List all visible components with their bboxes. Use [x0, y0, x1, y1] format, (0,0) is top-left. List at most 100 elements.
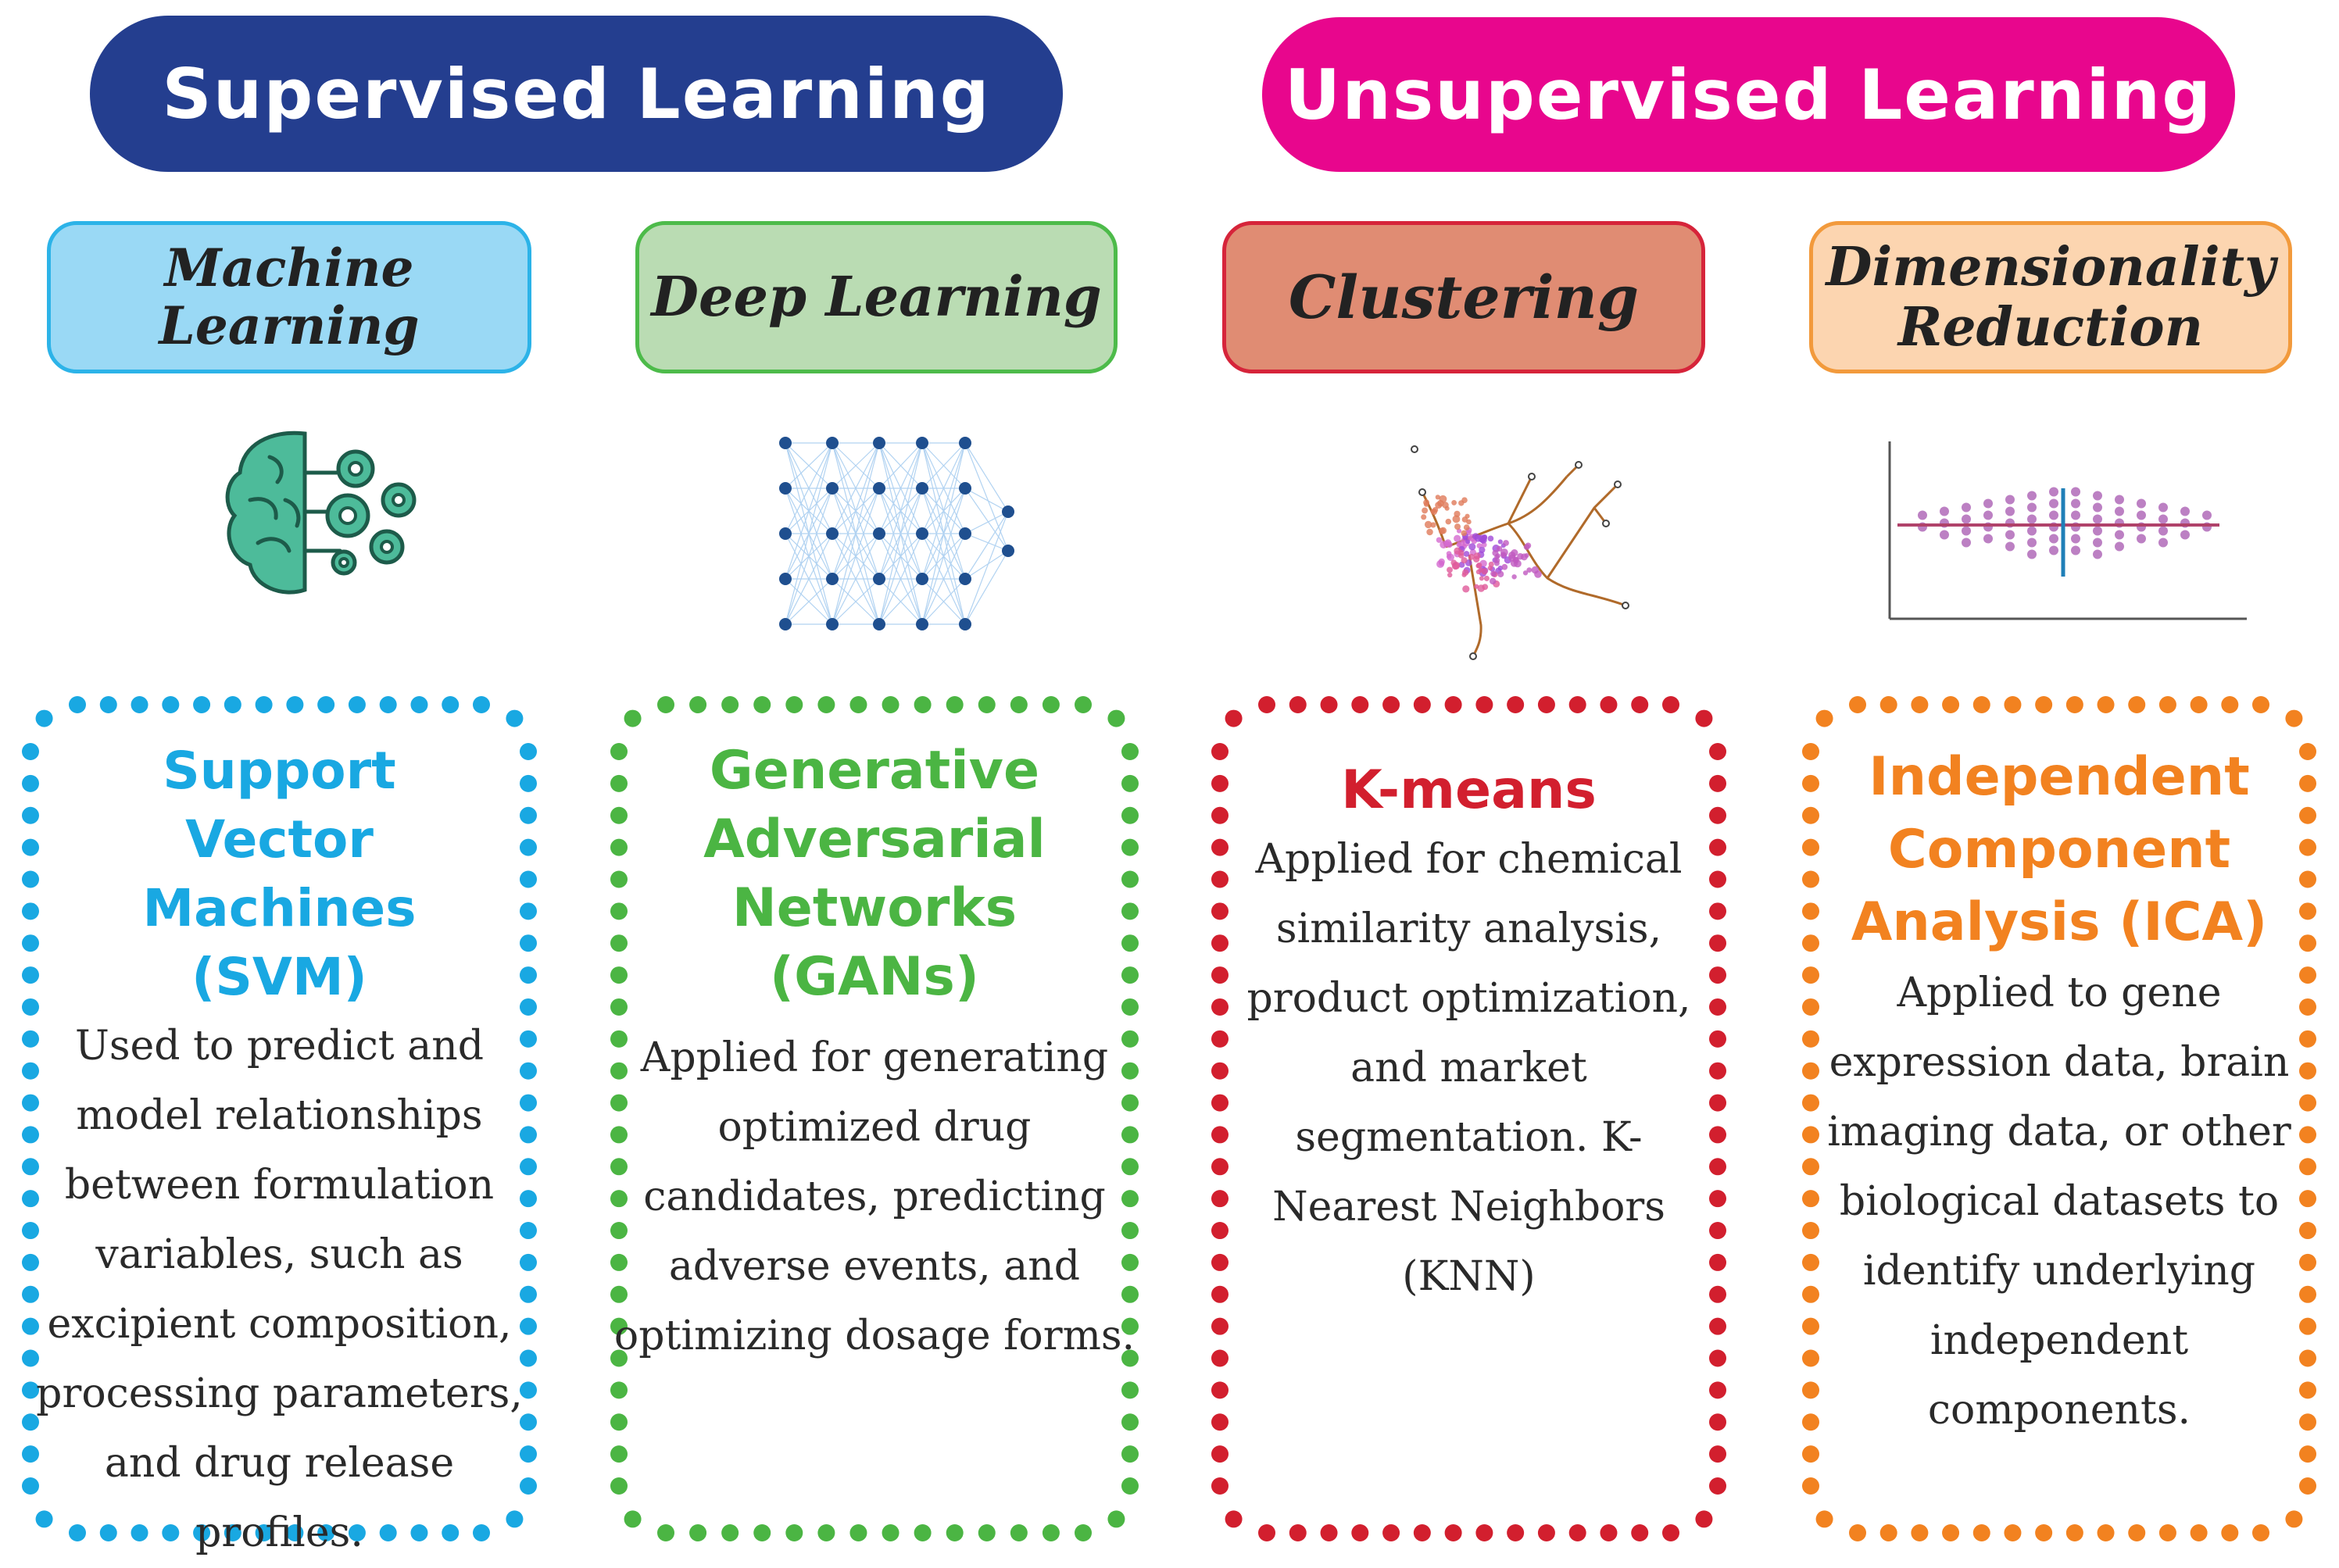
border-dot: [1802, 1222, 1819, 1240]
border-dot: [1121, 1190, 1139, 1208]
border-dot: [1911, 696, 1929, 713]
border-dot: [1631, 1524, 1649, 1541]
border-dot: [35, 1510, 53, 1528]
border-dot: [1802, 1094, 1819, 1112]
category-machine-learning: Machine Learning: [47, 221, 531, 373]
border-dot: [2190, 696, 2208, 713]
border-dot: [1631, 696, 1649, 713]
border-dot: [2252, 1524, 2269, 1541]
border-dot: [610, 1413, 628, 1431]
border-dot: [1879, 696, 1897, 713]
border-dot: [1709, 1445, 1726, 1463]
border-dot: [1507, 696, 1525, 713]
border-dot: [2299, 1477, 2316, 1495]
border-dot: [1709, 902, 1726, 920]
border-dot: [1211, 774, 1229, 792]
border-dot: [1382, 696, 1400, 713]
border-dot: [69, 696, 86, 713]
border-dot: [1662, 1524, 1679, 1541]
border-dot: [2128, 1524, 2146, 1541]
border-dot: [1413, 1524, 1431, 1541]
border-dot: [162, 1524, 180, 1541]
border-dot: [1211, 1030, 1229, 1048]
border-dot: [1121, 1030, 1139, 1048]
reduction-label: Reduction: [1897, 295, 2204, 359]
border-dot: [610, 870, 628, 888]
border-dot: [1075, 1524, 1092, 1541]
border-dot: [2097, 696, 2115, 713]
border-dot: [1258, 1524, 1275, 1541]
border-dot: [22, 1317, 39, 1335]
kmeans-title: K-means: [1341, 759, 1597, 821]
border-dot: [1972, 696, 1990, 713]
border-dot: [520, 1445, 537, 1463]
border-dot: [1211, 902, 1229, 920]
border-dot: [22, 1062, 39, 1080]
border-dot: [224, 1524, 241, 1541]
border-dot: [1709, 870, 1726, 888]
border-dot: [785, 1524, 803, 1541]
border-dot: [520, 934, 537, 952]
border-dot: [520, 1030, 537, 1048]
border-dot: [1121, 1349, 1139, 1367]
border-dot: [1211, 1317, 1229, 1335]
border-dot: [2299, 1190, 2316, 1208]
border-dot: [22, 902, 39, 920]
network-node: [779, 437, 792, 449]
network-node: [1002, 505, 1014, 518]
border-dot: [1815, 1510, 1833, 1528]
network-node: [959, 527, 971, 540]
border-dot: [1211, 838, 1229, 856]
border-dot: [1802, 1285, 1819, 1303]
border-dot: [317, 696, 335, 713]
border-dot: [1211, 1413, 1229, 1431]
border-dot: [1709, 1285, 1726, 1303]
border-dot: [2299, 1158, 2316, 1176]
border-dot: [1709, 998, 1726, 1016]
border-dot: [317, 1524, 335, 1541]
border-dot: [1121, 774, 1139, 792]
border-dot: [520, 1253, 537, 1271]
border-dot: [1709, 1381, 1726, 1399]
border-dot: [1121, 1094, 1139, 1112]
kmeans-description: Applied for chemical similarity analysis…: [1246, 836, 1691, 1300]
supervised-learning-header: Supervised Learning: [90, 16, 1063, 172]
border-dot: [22, 1190, 39, 1208]
border-dot: [610, 966, 628, 984]
border-dot: [1537, 1524, 1555, 1541]
border-dot: [1568, 696, 1586, 713]
border-dot: [1121, 1062, 1139, 1080]
border-dot: [520, 1381, 537, 1399]
border-dot: [22, 1349, 39, 1367]
border-dot: [520, 966, 537, 984]
border-dot: [1413, 696, 1431, 713]
border-dot: [1709, 838, 1726, 856]
border-dot: [721, 1524, 739, 1541]
border-dot: [2299, 998, 2316, 1016]
border-dot: [22, 1158, 39, 1176]
border-dot: [2004, 696, 2022, 713]
network-node: [959, 573, 971, 585]
border-dot: [1475, 696, 1493, 713]
border-dot: [22, 934, 39, 952]
border-dot: [2299, 1413, 2316, 1431]
border-dot: [914, 1524, 932, 1541]
border-dot: [1849, 696, 1866, 713]
border-dot: [1815, 709, 1833, 727]
border-dot: [1075, 696, 1092, 713]
border-dot: [1211, 998, 1229, 1016]
border-dot: [1211, 1222, 1229, 1240]
border-dot: [1709, 1413, 1726, 1431]
border-dot: [753, 1524, 771, 1541]
border-dot: [1709, 1477, 1726, 1495]
svm-description: Used to predict and model relationships …: [36, 1023, 523, 1556]
border-dot: [22, 1253, 39, 1271]
border-dot: [1225, 709, 1243, 727]
border-dot: [610, 1445, 628, 1463]
network-node: [873, 618, 885, 630]
border-dot: [1709, 1094, 1726, 1112]
border-dot: [162, 696, 180, 713]
border-dot: [624, 709, 642, 727]
border-dot: [473, 696, 490, 713]
border-dot: [2097, 1524, 2115, 1541]
